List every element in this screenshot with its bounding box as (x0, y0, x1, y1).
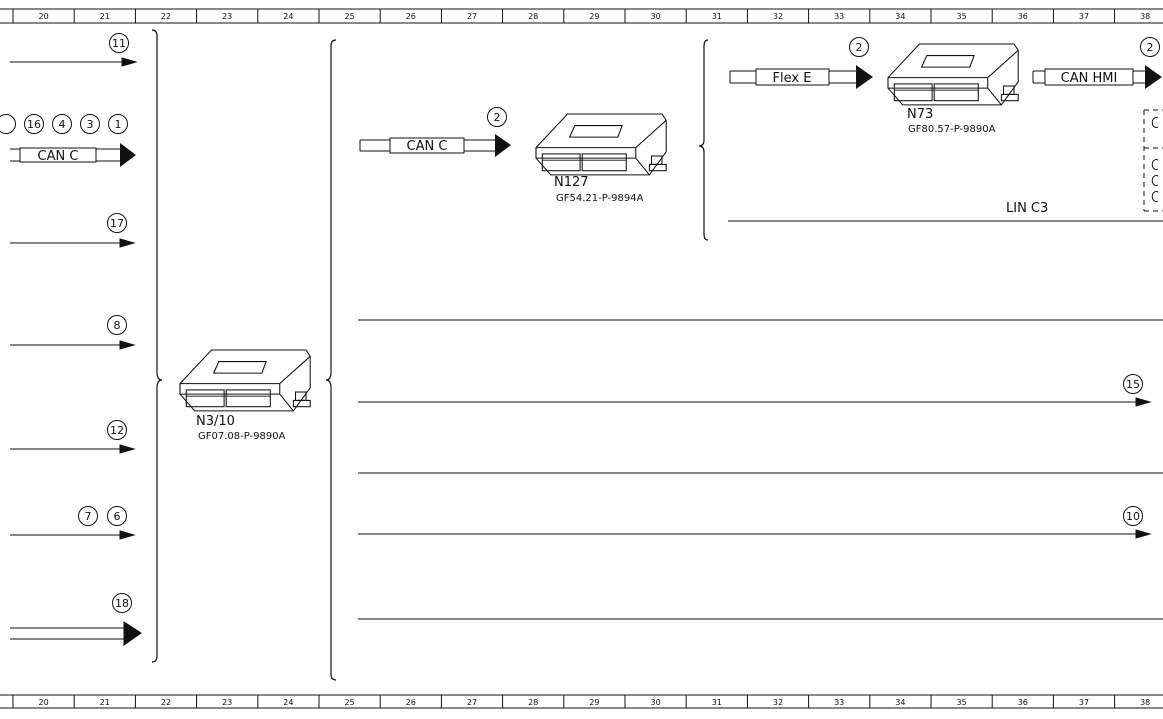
flex-e-label: Flex E (773, 71, 812, 86)
bottom-ruler-number: 21 (100, 698, 110, 707)
ref-3: 3 (87, 118, 94, 131)
can-hmi-label: CAN HMI (1061, 71, 1118, 86)
top-ruler-number: 29 (589, 12, 599, 21)
bottom-ruler-number: 25 (345, 698, 355, 707)
ref-7: 7 (85, 510, 92, 523)
top-ruler-number: 31 (712, 12, 722, 21)
top-ruler-number: 36 (1018, 12, 1028, 21)
can-hmi-bus: CAN HMI 2 (1032, 37, 1162, 89)
bottom-ruler-number: 23 (222, 698, 232, 707)
module-n3-10: N3/10 GF07.08-P-9890A (179, 349, 311, 442)
ref-6: 6 (114, 510, 121, 523)
can-c-bus: CAN C 2 (359, 107, 511, 157)
flex-e-bus: Flex E 2 (729, 37, 873, 89)
bottom-ruler-number: 20 (39, 698, 49, 707)
right-brace (698, 39, 709, 241)
top-ruler-number: 21 (100, 12, 110, 21)
ref-16: 16 (27, 118, 41, 131)
top-ruler-number: 25 (345, 12, 355, 21)
bottom-ruler: 20 21 22 23 24 25 26 27 28 29 30 31 32 33 34 35 36 37 38 (0, 694, 1163, 709)
module-n127: N127 GF54.21-P-9894A (535, 113, 667, 204)
bottom-ruler-number: 34 (895, 698, 905, 707)
bottom-ruler-number: 37 (1079, 698, 1089, 707)
top-ruler: 20 21 22 23 24 25 26 27 28 29 30 31 32 33 34 35 36 37 38 (0, 8, 1163, 24)
bottom-ruler-number: 24 (283, 698, 293, 707)
ref-can-hmi-2: 2 (1147, 41, 1154, 54)
ref-10: 10 (1126, 510, 1140, 523)
dashed-box-edge (1143, 109, 1163, 212)
module-n3-10-name: N3/10 (196, 414, 235, 429)
left-reference-circles (0, 33, 132, 613)
ref-flex-e-2: 2 (856, 41, 863, 54)
module-n73-ref: GF80.57-P-9890A (908, 124, 996, 135)
bottom-ruler-number: 32 (773, 698, 783, 707)
ref-can-c-2: 2 (494, 111, 501, 124)
module-n3-10-ref: GF07.08-P-9890A (198, 431, 286, 442)
top-ruler-number: 20 (39, 12, 49, 21)
top-ruler-number: 23 (222, 12, 232, 21)
bottom-ruler-number: 28 (528, 698, 538, 707)
top-ruler-number: 33 (834, 12, 844, 21)
module-n127-name: N127 (554, 175, 589, 190)
ref-15: 15 (1126, 378, 1140, 391)
lower-lines (358, 319, 1163, 620)
bottom-ruler-number: 29 (589, 698, 599, 707)
bottom-ruler-number: 38 (1140, 698, 1150, 707)
top-ruler-number: 34 (895, 12, 905, 21)
ref-17: 17 (110, 217, 124, 230)
can-c-left-label: CAN C (38, 149, 79, 164)
top-ruler-number: 26 (406, 12, 416, 21)
bottom-ruler-number: 26 (406, 698, 416, 707)
module-n73: N73 GF80.57-P-9890A (887, 43, 1019, 135)
top-ruler-number: 38 (1140, 12, 1150, 21)
bottom-ruler-number: 33 (834, 698, 844, 707)
left-incoming-lines (10, 57, 142, 646)
bottom-ruler-number: 35 (957, 698, 967, 707)
top-ruler-number: 27 (467, 12, 477, 21)
can-c-label: CAN C (407, 139, 448, 154)
bottom-ruler-number: 31 (712, 698, 722, 707)
top-ruler-number: 35 (957, 12, 967, 21)
top-ruler-number: 37 (1079, 12, 1089, 21)
module-n73-name: N73 (907, 107, 933, 122)
lin-c3-label: LIN C3 (1006, 201, 1048, 216)
top-ruler-number: 32 (773, 12, 783, 21)
bottom-ruler-number: 27 (467, 698, 477, 707)
top-ruler-number: 28 (528, 12, 538, 21)
middle-brace (325, 39, 337, 681)
ref-8: 8 (114, 319, 121, 332)
module-n127-ref: GF54.21-P-9894A (556, 193, 644, 204)
bottom-ruler-number: 36 (1018, 698, 1028, 707)
top-ruler-number: 22 (161, 12, 171, 21)
bottom-ruler-number: 30 (651, 698, 661, 707)
top-ruler-number: 24 (283, 12, 293, 21)
ref-12: 12 (110, 424, 124, 437)
can-c-bus-left: CAN C (10, 143, 136, 167)
ref-4: 4 (59, 118, 66, 131)
top-ruler-number: 30 (651, 12, 661, 21)
ref-1: 1 (115, 118, 122, 131)
ref-11: 11 (112, 37, 126, 50)
bottom-ruler-number: 22 (161, 698, 171, 707)
left-brace (151, 29, 163, 663)
ref-18: 18 (115, 597, 129, 610)
lin-c3-line: LIN C3 (728, 201, 1163, 222)
